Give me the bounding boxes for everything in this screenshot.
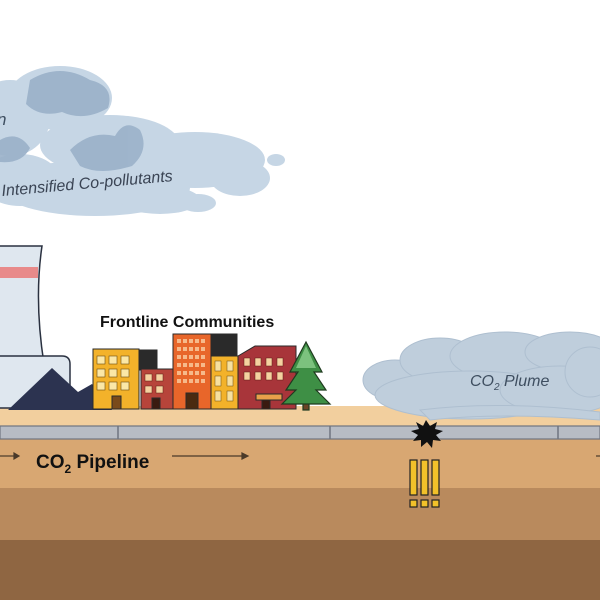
power-plant bbox=[0, 245, 112, 410]
soil-deep bbox=[0, 540, 600, 600]
tower-stripe bbox=[0, 267, 38, 278]
building bbox=[210, 333, 238, 357]
plume-label: CO2 Plume bbox=[470, 373, 549, 393]
pollution-cloud bbox=[0, 66, 285, 216]
cloud-partial-label: n bbox=[0, 110, 6, 129]
rupture-burst-icon bbox=[411, 420, 443, 448]
ground-layers bbox=[0, 406, 600, 600]
pipeline-label: CO2 Pipeline bbox=[36, 452, 149, 476]
soil-top bbox=[0, 438, 600, 488]
warning-icon bbox=[409, 459, 440, 508]
flow-arrow bbox=[172, 452, 250, 460]
co2-plume bbox=[362, 331, 600, 421]
tree-icon bbox=[280, 340, 332, 411]
flow-arrow bbox=[0, 451, 21, 461]
cooling-tower bbox=[0, 245, 45, 365]
frontline-label: Frontline Communities bbox=[100, 314, 274, 331]
cloud-puff bbox=[180, 194, 216, 212]
community-buildings bbox=[92, 333, 297, 410]
pipeline bbox=[0, 425, 600, 461]
cloud-puff bbox=[267, 154, 285, 166]
soil-upper bbox=[0, 488, 600, 540]
building bbox=[138, 349, 158, 371]
coal-pile bbox=[8, 368, 112, 410]
pipe-body bbox=[0, 425, 600, 440]
